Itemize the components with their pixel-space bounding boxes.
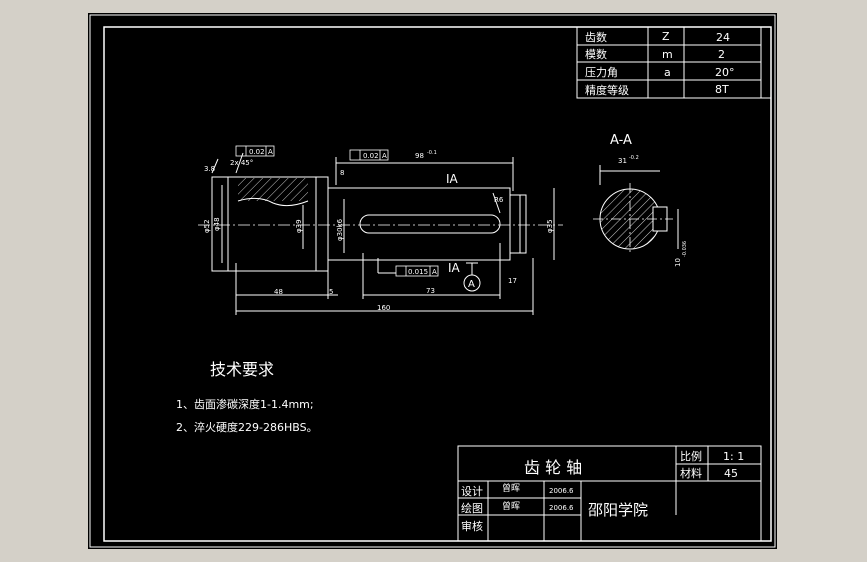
- dia-35: φ35: [546, 219, 554, 233]
- datum-letter: A: [468, 279, 475, 290]
- shaft-view: [198, 152, 563, 315]
- dim-98-tol: -0.1: [427, 150, 437, 156]
- param-name-module: 模数: [585, 48, 607, 61]
- design-label: 设计: [461, 485, 483, 498]
- param-value-pressure-angle: 20°: [715, 66, 735, 79]
- tech-heading: 技术要求: [210, 360, 274, 379]
- tolerance-datum-3: A: [432, 268, 437, 276]
- param-value-teeth: 24: [716, 31, 730, 44]
- param-name-accuracy: 精度等级: [585, 83, 629, 97]
- param-name-teeth: 齿数: [585, 31, 607, 44]
- section-dim-31-tol: -0.2: [629, 155, 639, 161]
- tolerance-value-1: 0.02: [249, 148, 265, 156]
- section-label: A-A: [610, 133, 632, 148]
- tolerance-value-2: 0.02: [363, 152, 379, 160]
- tolerance-datum-2: A: [382, 152, 387, 160]
- review-label: 审核: [461, 519, 483, 533]
- inner-frame: [103, 26, 772, 542]
- dim-8: 8: [340, 169, 344, 177]
- dia-39: φ39: [295, 219, 303, 233]
- dim-17: 17: [508, 277, 517, 285]
- scale-label: 比例: [680, 449, 702, 463]
- outer-frame: [89, 14, 776, 548]
- section-a-a: [593, 165, 679, 255]
- dim-3-8: 3.8: [204, 165, 215, 173]
- dim-48: 48: [274, 288, 283, 296]
- part-name: 齿 轮 轴: [524, 458, 582, 477]
- section-dim-10-tol: -0.036: [682, 241, 688, 257]
- param-value-module: 2: [718, 48, 725, 61]
- dim-160: 160: [377, 304, 390, 312]
- drawing-canvas: 齿数 Z 24 模数 m 2 压力角 a 20° 精度等级 8T: [89, 14, 776, 548]
- title-block: [457, 445, 762, 542]
- tech-item-2: 2、淬火硬度229-286HBS。: [176, 420, 318, 434]
- dia-52: φ52: [203, 219, 211, 233]
- param-symbol-module: m: [662, 48, 673, 61]
- view-label-ia-bottom: IA: [448, 261, 461, 275]
- dim-radius: R6: [494, 196, 504, 204]
- material-value: 45: [724, 467, 738, 480]
- design-date: 2006.6: [549, 487, 574, 495]
- draw-name: 曾晖: [502, 500, 520, 512]
- material-label: 材料: [680, 466, 702, 480]
- view-label-ia-top: IA: [446, 172, 459, 186]
- tolerance-value-3: 0.015: [408, 268, 428, 276]
- param-value-accuracy: 8T: [715, 83, 729, 96]
- dim-73: 73: [426, 287, 435, 295]
- param-symbol-pressure-angle: a: [664, 66, 671, 79]
- tech-item-1: 1、齿面渗碳深度1-1.4mm;: [176, 397, 314, 411]
- gear-parameter-table: [576, 26, 772, 99]
- drawing-sheet: 齿数 Z 24 模数 m 2 压力角 a 20° 精度等级 8T: [88, 13, 777, 549]
- dia-30k6: φ30k6: [336, 218, 344, 241]
- tolerance-datum-1: A: [268, 148, 273, 156]
- tolerance-frames: [235, 145, 439, 277]
- school-name: 邵阳学院: [588, 501, 648, 519]
- dia-48: φ48: [213, 217, 221, 231]
- param-name-pressure-angle: 压力角: [585, 66, 618, 79]
- design-name: 曾晖: [502, 482, 520, 494]
- draw-date: 2006.6: [549, 504, 574, 512]
- dim-5: 5: [329, 288, 333, 296]
- draw-label: 绘图: [461, 501, 483, 515]
- scale-value: 1: 1: [723, 450, 744, 463]
- chamfer-label: 2x 45°: [230, 159, 253, 167]
- section-dim-31: 31: [618, 157, 627, 165]
- param-symbol-teeth: Z: [662, 30, 670, 43]
- section-dim-10: 10: [674, 258, 682, 267]
- dim-98: 98: [415, 152, 424, 160]
